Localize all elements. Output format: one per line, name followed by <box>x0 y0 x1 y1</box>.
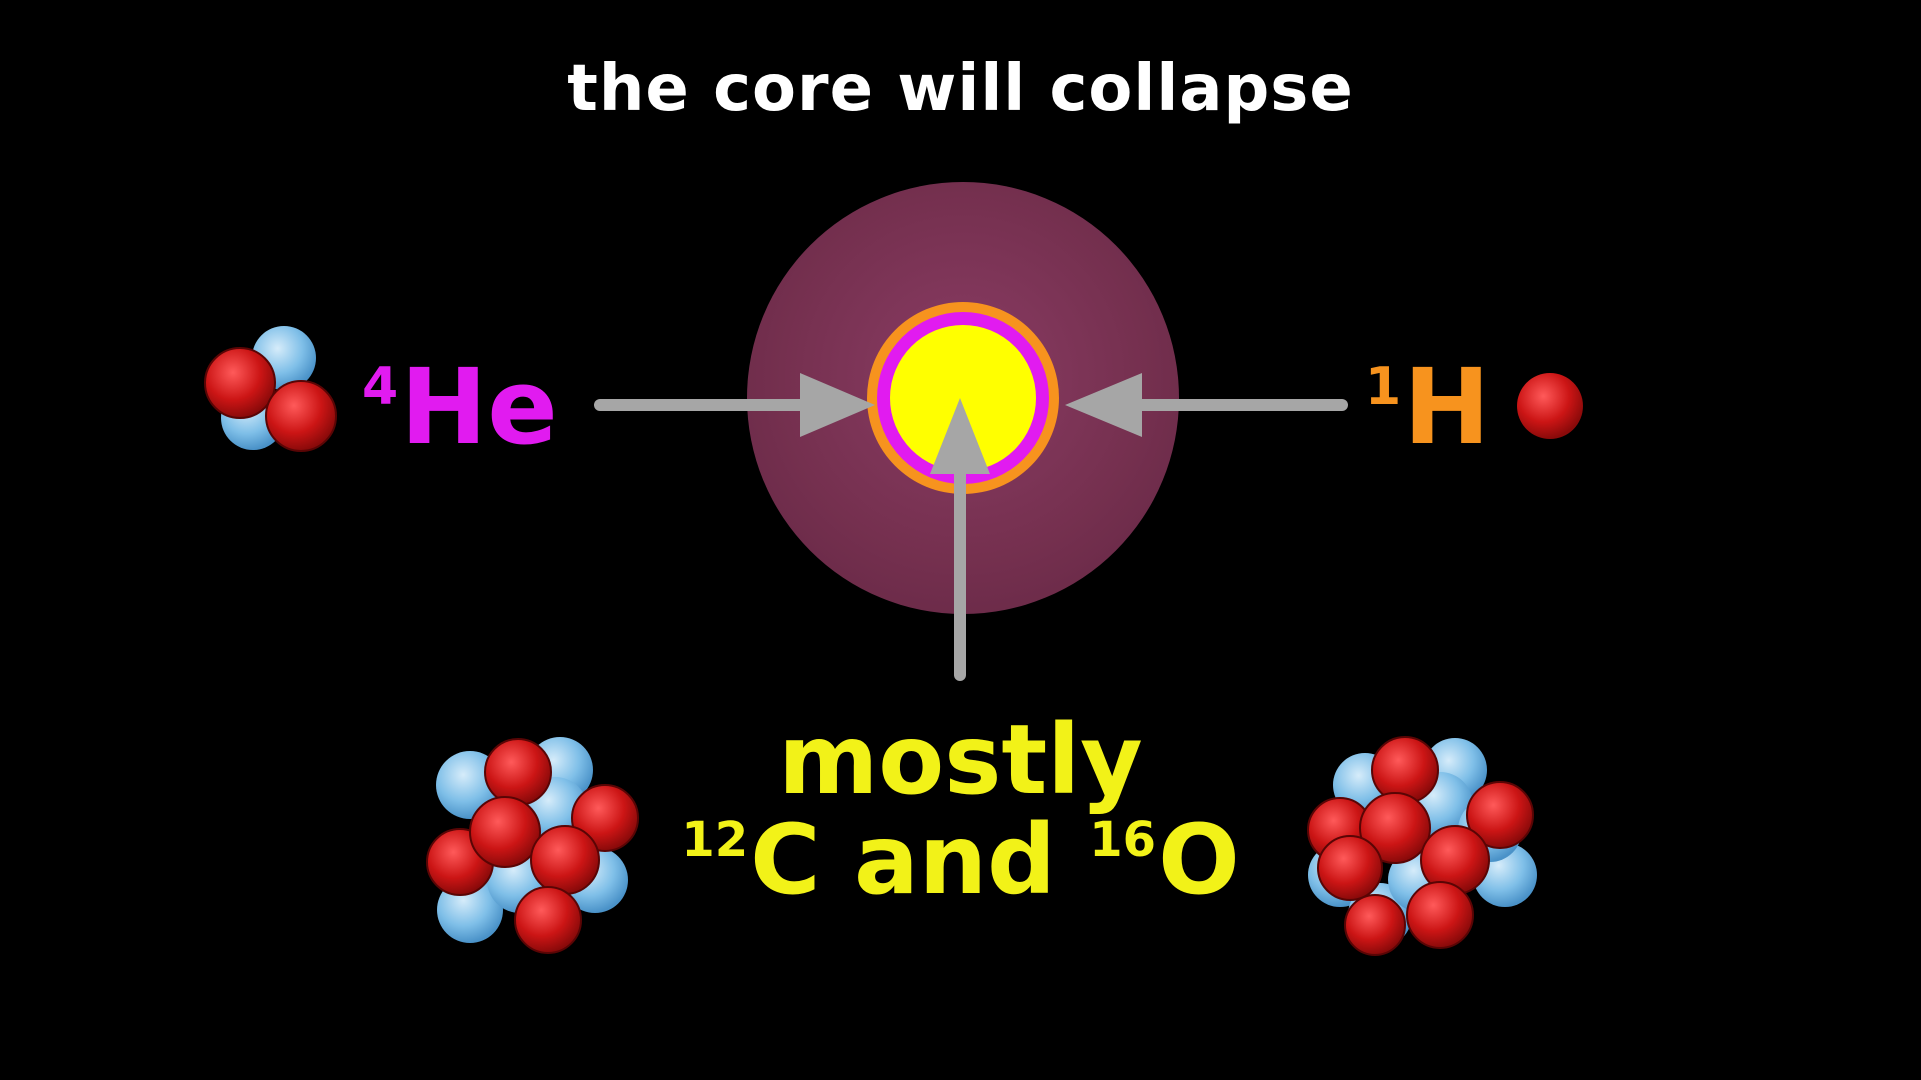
helium-4-nucleus-icon <box>204 326 337 452</box>
helium-label: 4He <box>362 355 558 459</box>
products-caption-line2: 12C and 16O <box>0 812 1921 908</box>
carbon-symbol: C <box>750 804 821 916</box>
products-arrow <box>930 398 990 681</box>
oxygen-symbol: O <box>1158 804 1240 916</box>
carbon-12-nucleus-icon <box>426 737 639 954</box>
oxygen-16-nucleus-icon <box>1307 736 1537 956</box>
proton-icon <box>1517 373 1583 439</box>
products-caption-line1: mostly <box>778 704 1143 816</box>
conjunction-text: and <box>854 804 1056 916</box>
helium-mass-number: 4 <box>362 357 399 417</box>
oxygen-mass-number: 16 <box>1089 812 1157 868</box>
hydrogen-arrow <box>1065 373 1348 437</box>
hydrogen-mass-number: 1 <box>1365 357 1402 417</box>
carbon-mass-number: 12 <box>681 812 749 868</box>
stellar-core <box>890 325 1036 471</box>
hydrogen-symbol: H <box>1403 346 1491 468</box>
slide-title: the core will collapse <box>567 52 1354 126</box>
helium-arrow <box>594 373 875 437</box>
hydrogen-label: 1H <box>1365 355 1490 459</box>
helium-symbol: He <box>400 346 558 468</box>
